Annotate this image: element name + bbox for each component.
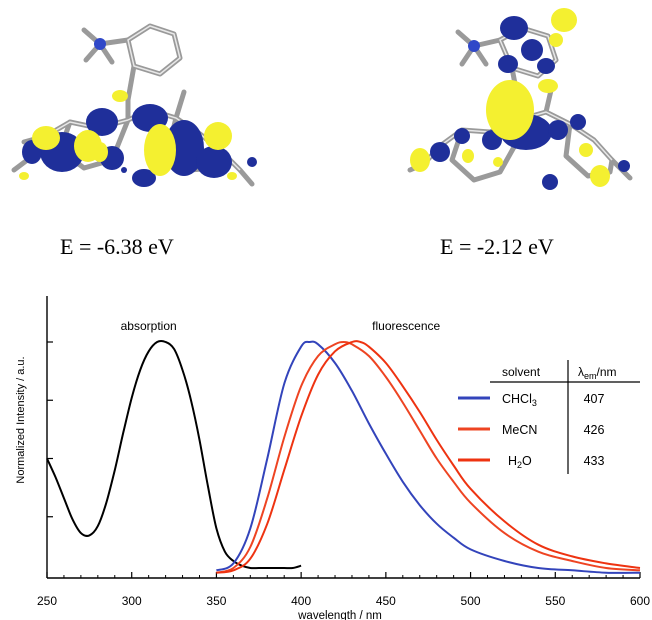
series-chcl3 (216, 340, 641, 574)
orbital-lobes-yellow-left (19, 90, 237, 180)
x-tick-label: 500 (461, 594, 481, 608)
series-h2o (216, 340, 641, 574)
x-tick-label: 450 (376, 594, 396, 608)
table-row: CHCl3 407 (458, 392, 604, 408)
orbital-energy-right: E = -2.12 eV (440, 234, 554, 259)
emission-table: solvent λem/nm CHCl3 407 MeCN 426 (458, 360, 640, 474)
x-axis-label: wavelength / nm (297, 610, 382, 620)
nitrogen-atom-left (94, 38, 106, 50)
x-tick-label: 350 (206, 594, 226, 608)
x-tick-label: 250 (37, 594, 57, 608)
table-row: H2O 433 (458, 454, 604, 470)
series-mecn (216, 341, 641, 574)
orbital-render-right (407, 8, 633, 190)
x-tick-label: 300 (122, 594, 142, 608)
x-ticks: 250 300 350 400 450 500 550 600 (37, 572, 650, 608)
series-layer (46, 339, 641, 574)
table-value-chcl3: 407 (584, 392, 605, 406)
x-tick-label: 400 (291, 594, 311, 608)
spectrum-chart: 250 300 350 400 450 500 550 600 wavelength / nm… (15, 296, 650, 620)
x-tick-label: 550 (545, 594, 565, 608)
x-tick-label: 600 (630, 594, 650, 608)
orbital-energy-left: E = -6.38 eV (60, 234, 174, 259)
orbital-lobes-yellow-right (410, 8, 610, 187)
lambda-unit: /nm (597, 365, 617, 379)
table-value-h2o: 433 (584, 454, 605, 468)
table-value-mecn: 426 (584, 423, 605, 437)
orbital-render-left (11, 23, 257, 187)
annotation-absorption: absorption (121, 319, 177, 333)
table-row: MeCN 426 (458, 423, 604, 437)
annotation-fluorescence: fluorescence (372, 319, 440, 333)
table-solvent-chcl3: CHCl3 (502, 392, 537, 408)
series-absorption (46, 339, 302, 570)
table-solvent-mecn: MeCN (502, 423, 537, 437)
table-header-lambda: λem/nm (578, 365, 617, 381)
lambda-symbol: λ (578, 365, 584, 379)
y-axis-label: Normalized Intensity / a.u. (15, 356, 27, 483)
nitrogen-atom-right (468, 40, 480, 52)
lambda-subscript: em (584, 371, 597, 381)
y-ticks (47, 341, 53, 518)
chart-axes (46, 296, 640, 579)
table-solvent-h2o: H2O (508, 454, 532, 470)
table-header-solvent: solvent (502, 365, 541, 379)
